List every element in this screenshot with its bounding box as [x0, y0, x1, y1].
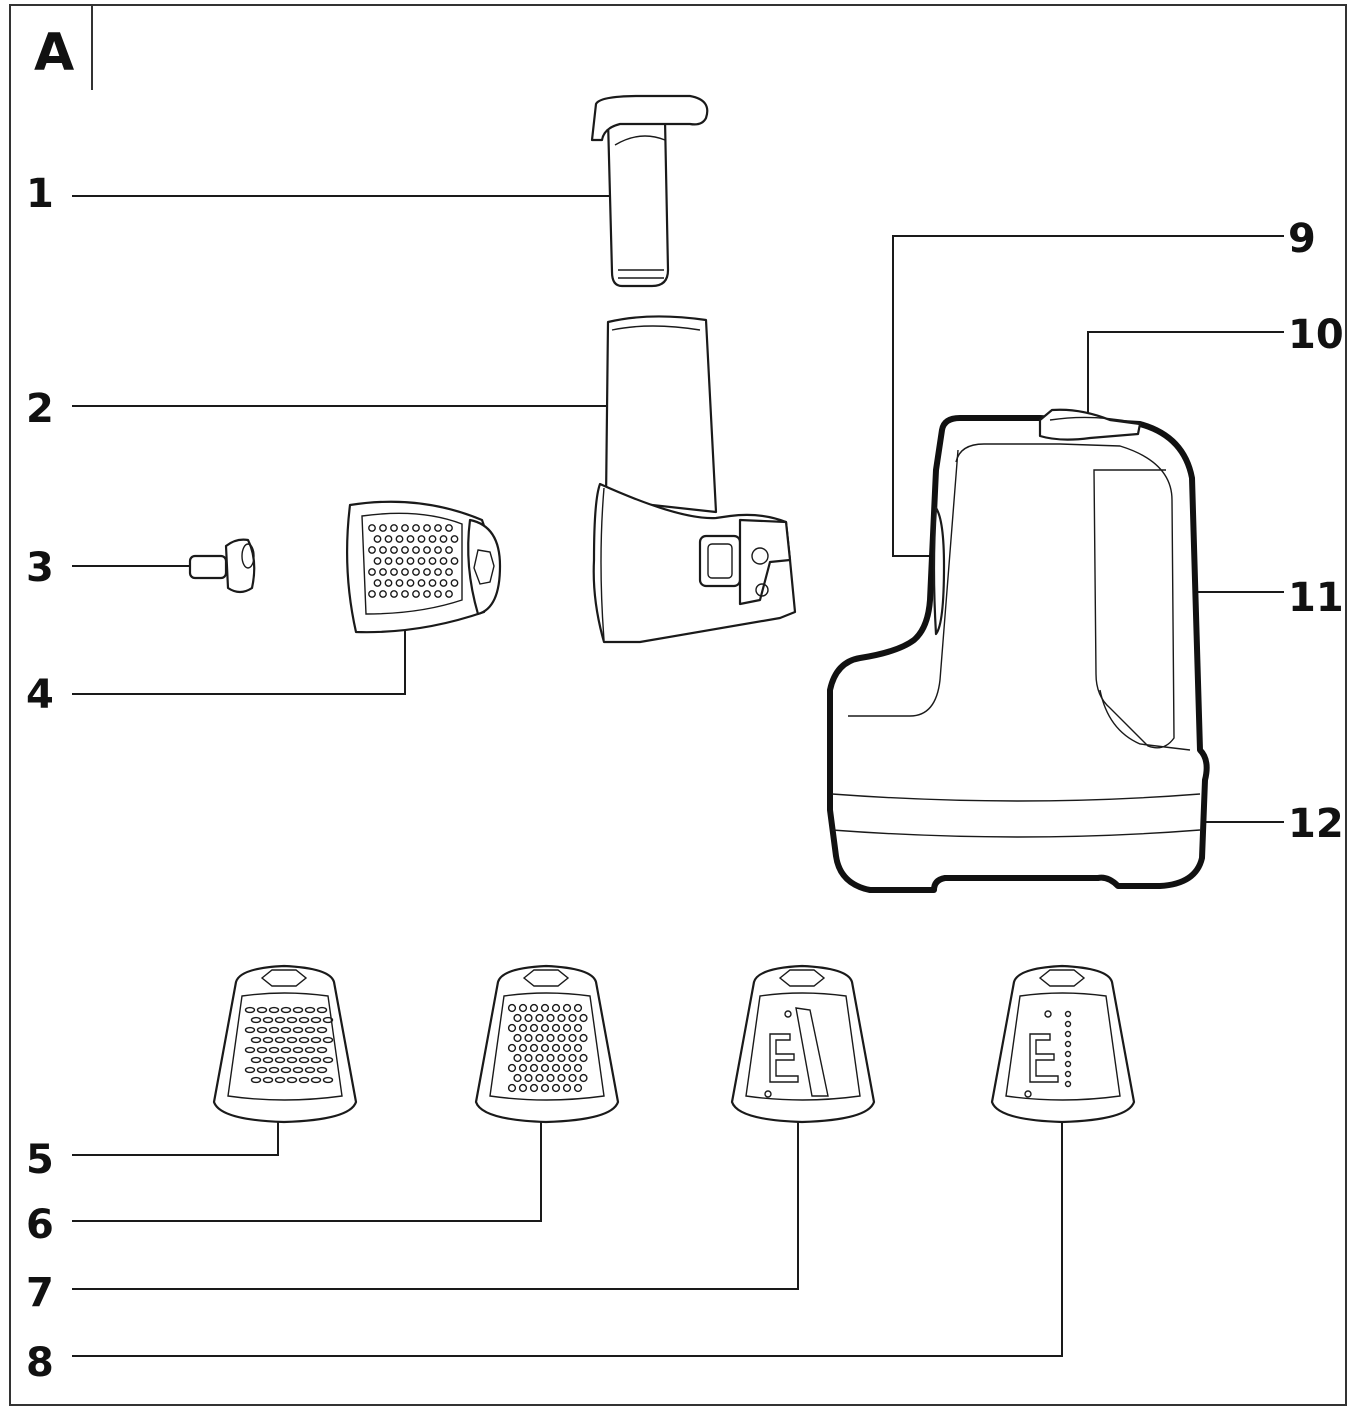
motor-base	[827, 408, 1210, 893]
label-4: 4	[26, 672, 54, 718]
label-2: 2	[26, 386, 54, 432]
label-7: 7	[26, 1270, 54, 1316]
drum-side-view	[346, 500, 502, 634]
figure-letter: A	[34, 23, 74, 83]
border	[9, 4, 1347, 1406]
food-pusher	[590, 94, 709, 288]
label-3: 3	[26, 545, 54, 591]
label-11: 11	[1288, 575, 1344, 621]
drive-shaft	[188, 538, 256, 594]
label-8: 8	[26, 1340, 54, 1386]
label-1: 1	[26, 171, 54, 217]
drum-8	[990, 964, 1136, 1124]
label-5: 5	[26, 1137, 54, 1183]
label-10: 10	[1288, 312, 1344, 358]
label-6: 6	[26, 1202, 54, 1248]
drum-7	[730, 964, 876, 1124]
label-9: 9	[1288, 216, 1316, 262]
drum-5	[212, 964, 358, 1124]
drum-6	[474, 964, 620, 1124]
feed-tube-housing	[592, 315, 797, 644]
label-12: 12	[1288, 801, 1344, 847]
